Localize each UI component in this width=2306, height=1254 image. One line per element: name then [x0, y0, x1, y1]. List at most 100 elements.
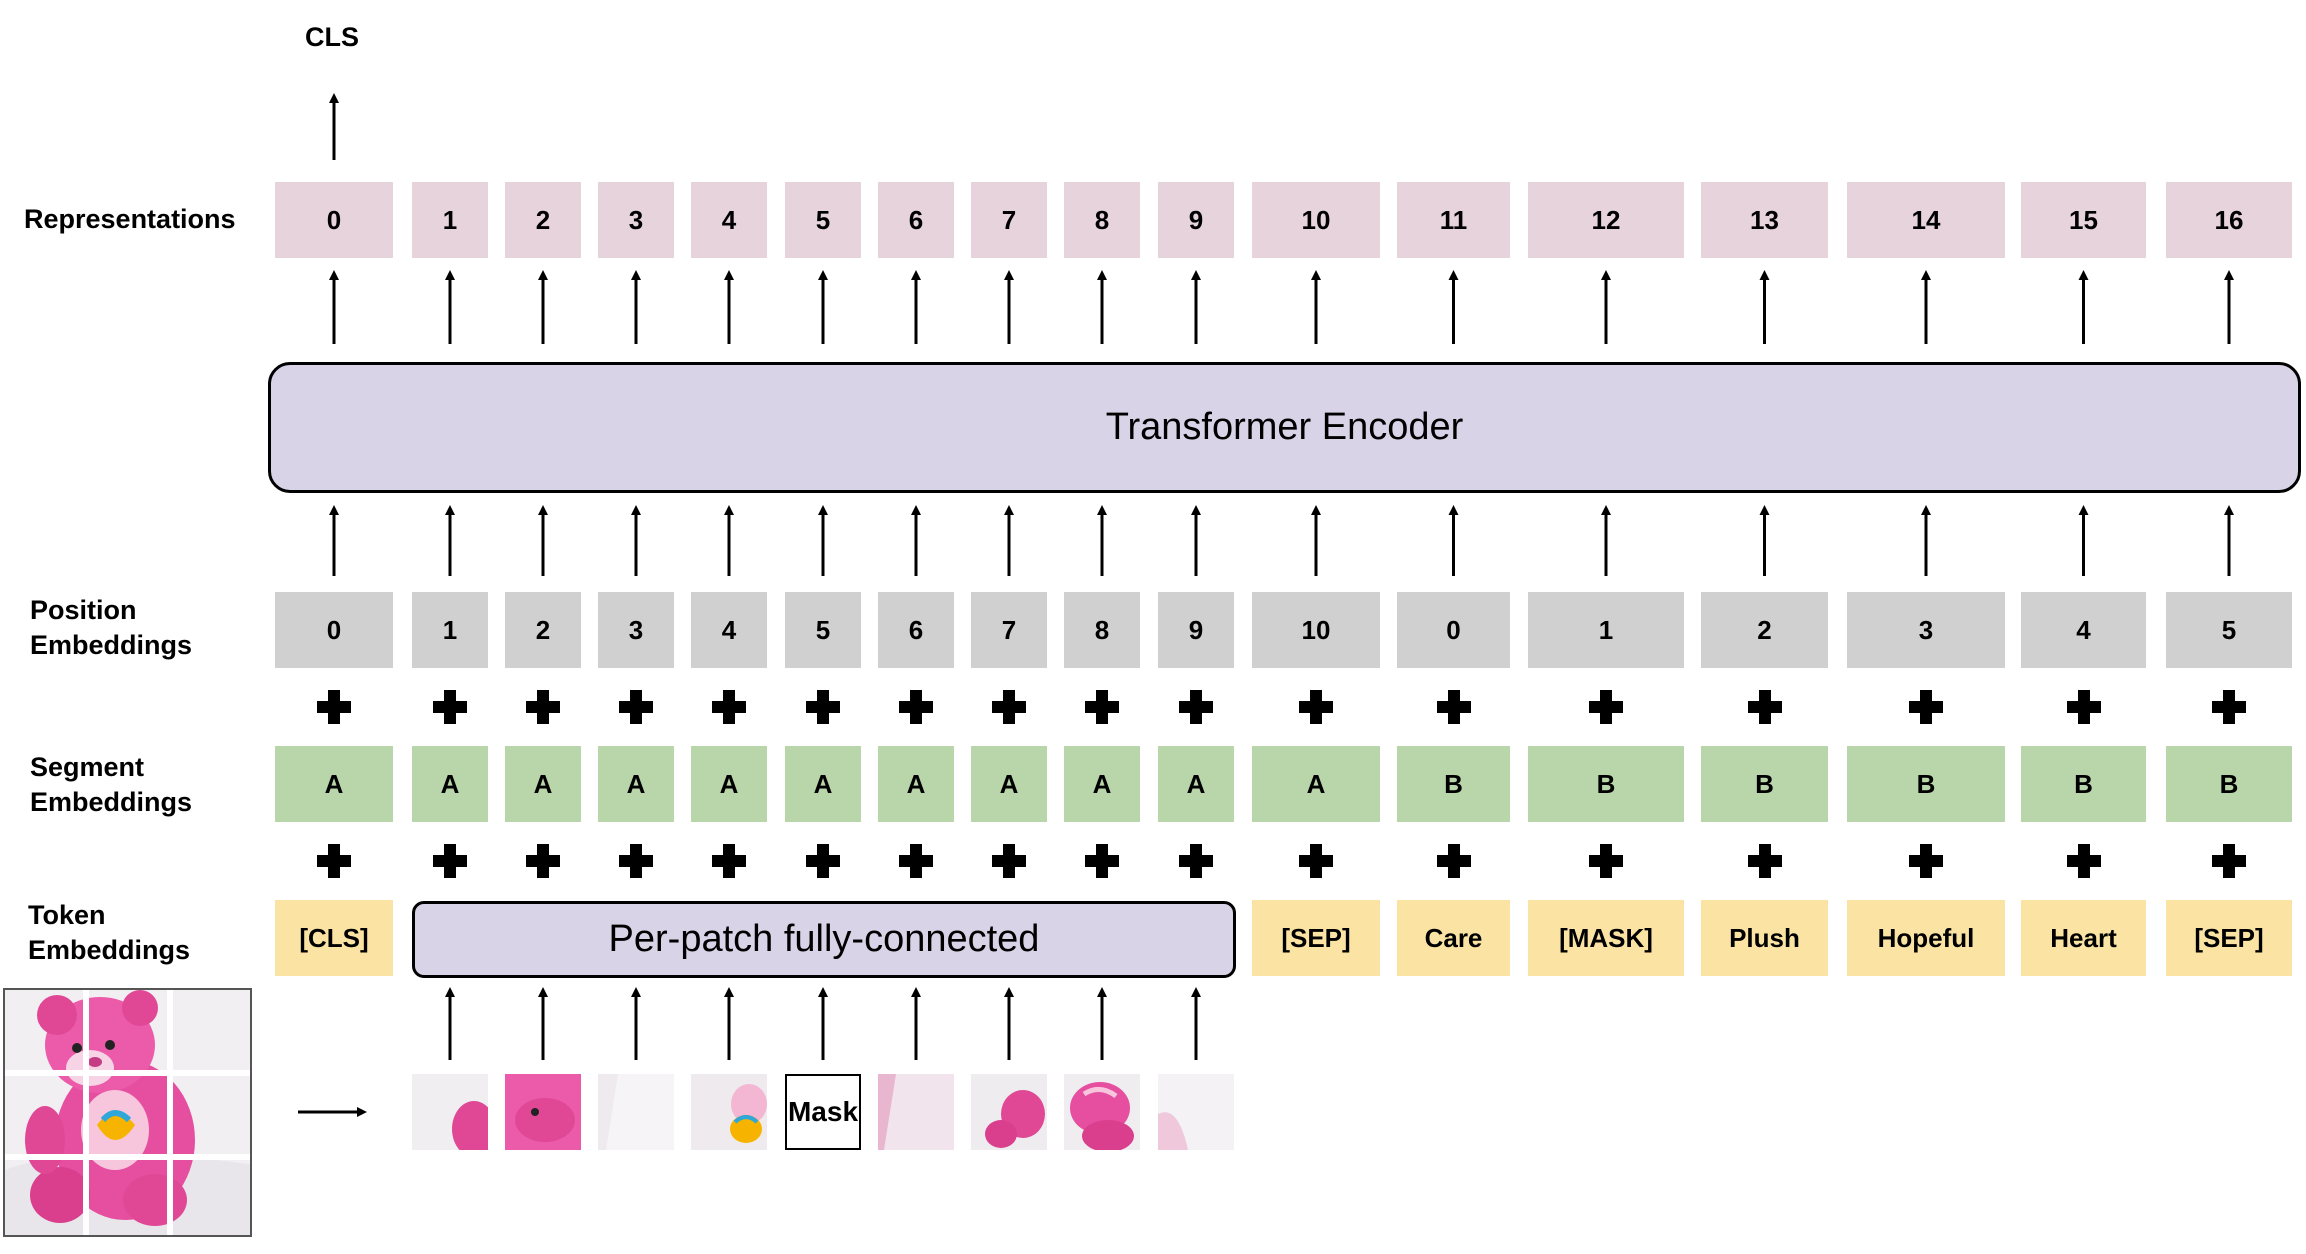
text-token-box: Plush — [1701, 900, 1828, 976]
segment-box: B — [2166, 746, 2292, 822]
token-cls-box: [CLS] — [275, 900, 393, 976]
position-box: 10 — [1252, 592, 1380, 668]
plus-sign-icon — [619, 844, 653, 878]
image-patch — [878, 1074, 954, 1150]
plus-sign-icon — [1299, 844, 1333, 878]
plus-sign-icon — [433, 690, 467, 724]
segment-box: B — [1847, 746, 2005, 822]
plus-sign-icon — [1747, 844, 1782, 878]
segment-box: A — [598, 746, 674, 822]
image-patch — [1064, 1074, 1140, 1150]
position-box: 0 — [275, 592, 393, 668]
image-patch — [598, 1074, 674, 1150]
text-token-box: [SEP] — [1252, 900, 1380, 976]
segment-box: A — [878, 746, 954, 822]
segment-box: B — [1397, 746, 1510, 822]
representation-box: 3 — [598, 182, 674, 258]
image-patch — [505, 1074, 581, 1150]
image-patch — [412, 1074, 488, 1150]
plus-sign-icon — [1909, 844, 1943, 878]
representation-box: 14 — [1847, 182, 2005, 258]
position-box: 7 — [971, 592, 1047, 668]
text-token-box: Heart — [2021, 900, 2146, 976]
segment-box: A — [971, 746, 1047, 822]
plus-sign-icon — [899, 844, 933, 878]
representation-box: 8 — [1064, 182, 1140, 258]
plus-sign-icon — [1179, 690, 1213, 724]
position-embeddings-label-line1: Position — [30, 595, 137, 625]
position-box: 2 — [505, 592, 581, 668]
plus-sign-icon — [1085, 690, 1119, 724]
representations-label: Representations — [24, 204, 236, 234]
representation-box: 7 — [971, 182, 1047, 258]
position-box: 0 — [1397, 592, 1510, 668]
transformer-encoder-block: Transformer Encoder — [268, 362, 2301, 493]
position-box: 8 — [1064, 592, 1140, 668]
plus-sign-icon — [1436, 844, 1471, 878]
text-token-box: [SEP] — [2166, 900, 2292, 976]
plus-sign-icon — [806, 690, 840, 724]
segment-embeddings-label-line1: Segment — [30, 752, 145, 782]
position-box: 4 — [2021, 592, 2146, 668]
representation-box: 4 — [691, 182, 767, 258]
segment-box: A — [275, 746, 393, 822]
plus-sign-icon — [2066, 844, 2101, 878]
representation-box: 11 — [1397, 182, 1510, 258]
plus-sign-icon — [619, 690, 653, 724]
segment-box: A — [1064, 746, 1140, 822]
segment-box: A — [1158, 746, 1234, 822]
source-image-bear — [3, 988, 252, 1237]
plus-sign-icon — [712, 690, 746, 724]
representation-box: 16 — [2166, 182, 2292, 258]
text-token-box: Hopeful — [1847, 900, 2005, 976]
segment-box: B — [1701, 746, 1828, 822]
representation-box: 9 — [1158, 182, 1234, 258]
plus-sign-icon — [1909, 690, 1943, 724]
segment-embeddings-label-line2: Embeddings — [30, 787, 193, 817]
position-box: 5 — [2166, 592, 2292, 668]
representation-box: 2 — [505, 182, 581, 258]
plus-sign-icon — [1179, 844, 1213, 878]
segment-box: A — [691, 746, 767, 822]
representation-box: 5 — [785, 182, 861, 258]
bear-illustration — [5, 990, 250, 1235]
representation-box: 1 — [412, 182, 488, 258]
plus-sign-icon — [526, 844, 560, 878]
segment-box: B — [2021, 746, 2146, 822]
position-box: 2 — [1701, 592, 1828, 668]
segment-box: B — [1528, 746, 1684, 822]
plus-sign-icon — [899, 690, 933, 724]
plus-sign-icon — [526, 690, 560, 724]
plus-sign-icon — [1747, 690, 1782, 724]
position-box: 1 — [412, 592, 488, 668]
representation-box: 0 — [275, 182, 393, 258]
plus-sign-icon — [1299, 690, 1333, 724]
plus-sign-icon — [317, 844, 351, 878]
cls-output-label: CLS — [305, 22, 359, 52]
representation-box: 15 — [2021, 182, 2146, 258]
plus-sign-icon — [1085, 844, 1119, 878]
text-token-box: [MASK] — [1528, 900, 1684, 976]
plus-sign-icon — [992, 844, 1026, 878]
image-patch — [1158, 1074, 1234, 1150]
position-box: 9 — [1158, 592, 1234, 668]
image-patch — [691, 1074, 767, 1150]
plus-sign-icon — [433, 844, 467, 878]
image-patch — [971, 1074, 1047, 1150]
position-box: 5 — [785, 592, 861, 668]
position-box: 6 — [878, 592, 954, 668]
token-embeddings-label-line1: Token — [28, 900, 106, 930]
text-token-box: Care — [1397, 900, 1510, 976]
plus-sign-icon — [712, 844, 746, 878]
representation-box: 12 — [1528, 182, 1684, 258]
plus-sign-icon — [992, 690, 1026, 724]
representation-box: 13 — [1701, 182, 1828, 258]
plus-sign-icon — [1436, 690, 1471, 724]
segment-box: A — [785, 746, 861, 822]
plus-sign-icon — [2066, 690, 2101, 724]
plus-sign-icon — [806, 844, 840, 878]
segment-box: A — [505, 746, 581, 822]
representation-box: 6 — [878, 182, 954, 258]
per-patch-fully-connected-block: Per-patch fully-connected — [412, 901, 1236, 978]
